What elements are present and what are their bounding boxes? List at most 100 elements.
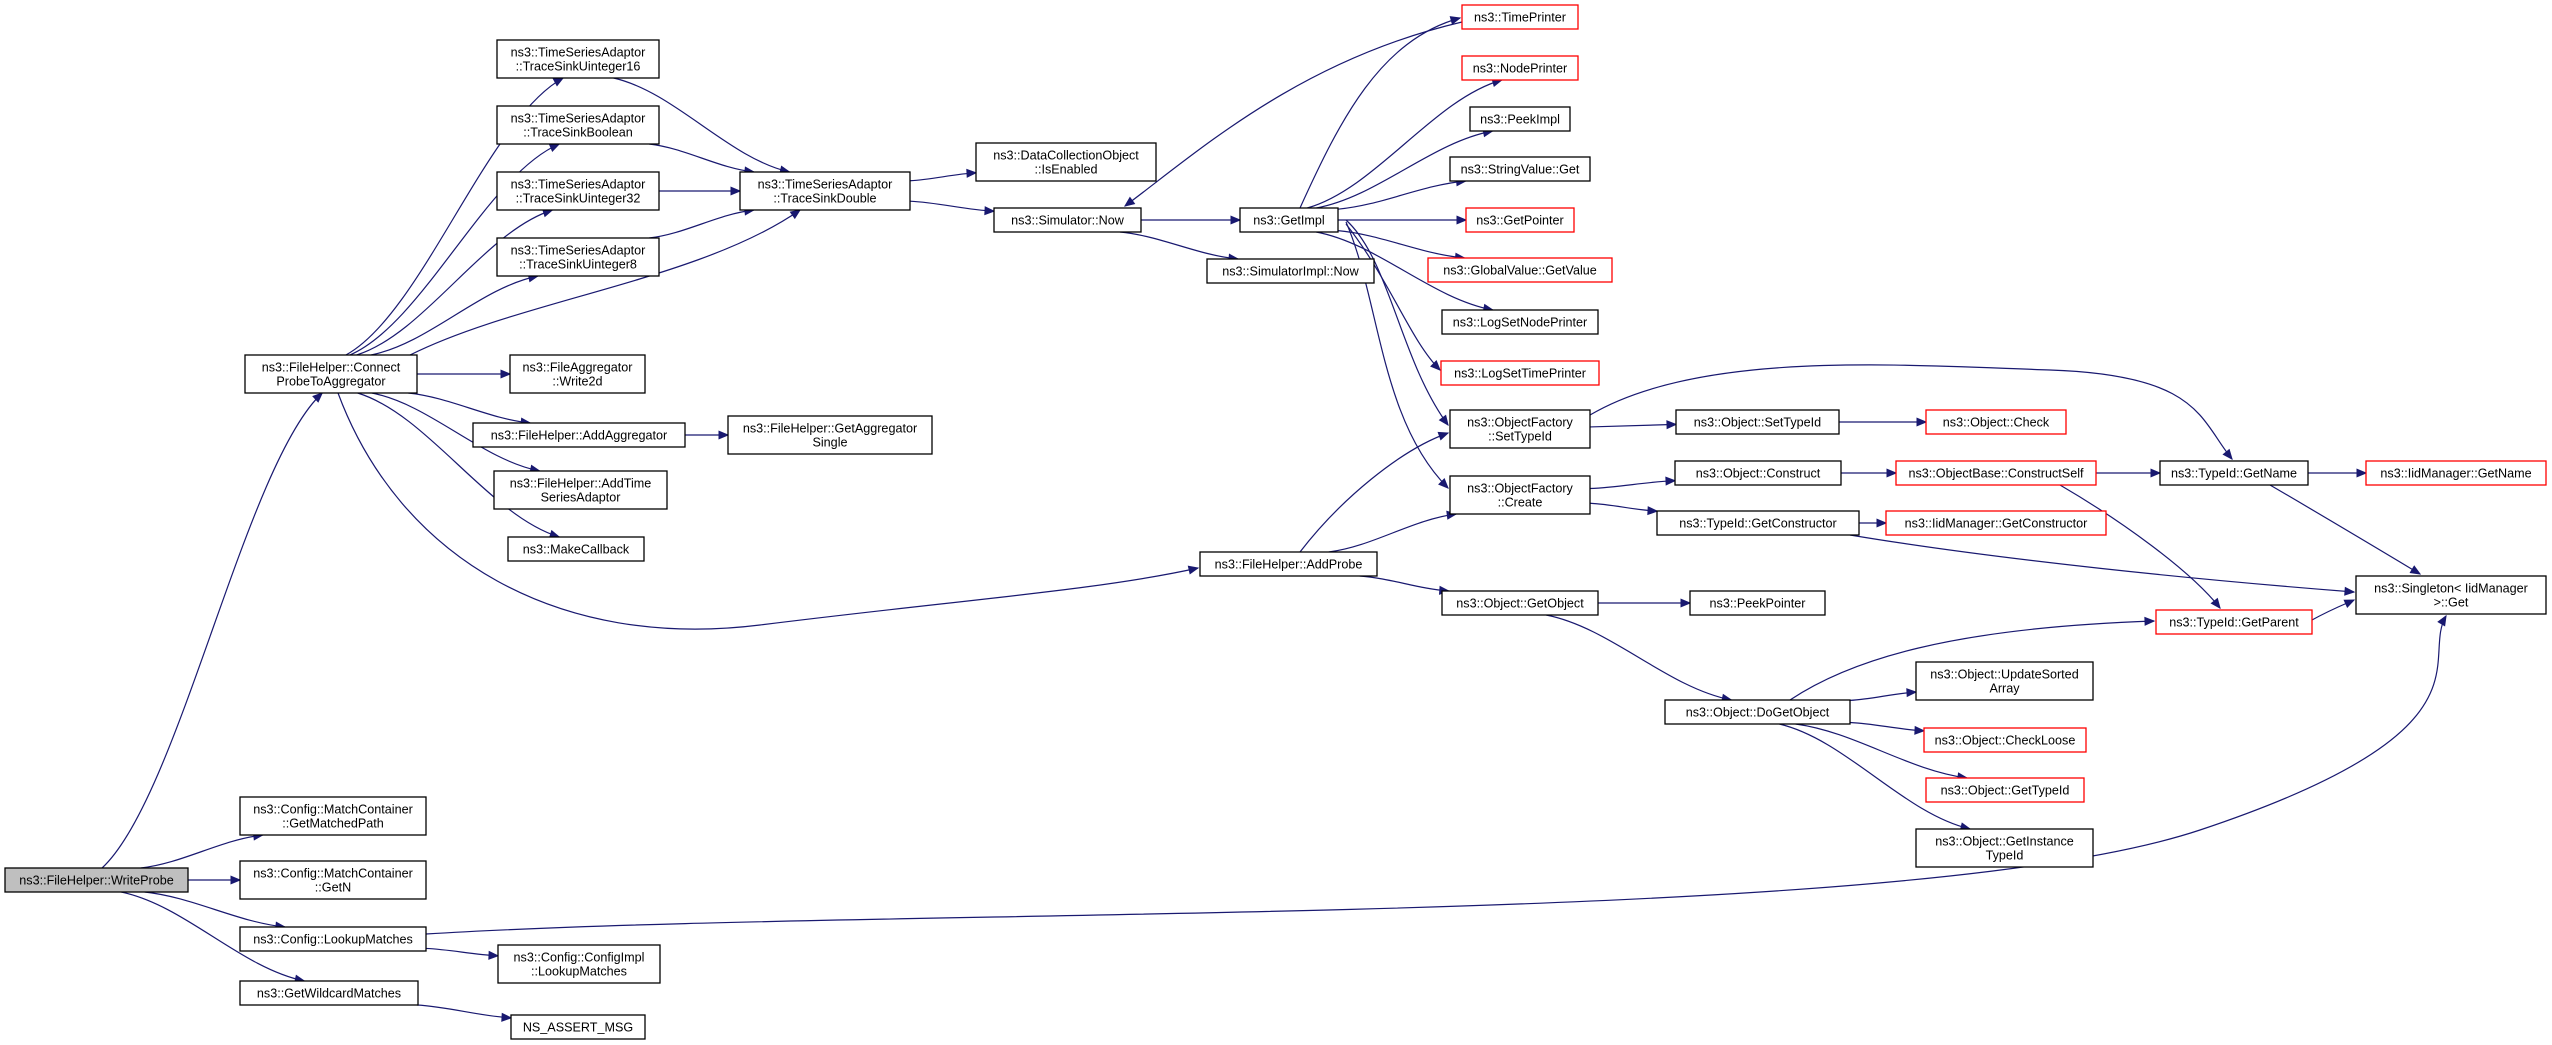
- node-filewrite2d[interactable]: ns3::FileAggregator::Write2d: [509, 354, 646, 394]
- node-tsbool[interactable]: ns3::TimeSeriesAdaptor::TraceSinkBoolean: [496, 105, 660, 145]
- node-writeprobe[interactable]: ns3::FileHelper::WriteProbe: [4, 867, 189, 893]
- node-box[interactable]: [1674, 460, 1842, 486]
- node-nsassert[interactable]: NS_ASSERT_MSG: [510, 1014, 646, 1040]
- node-box[interactable]: [1675, 409, 1840, 435]
- node-box[interactable]: [239, 926, 427, 952]
- node-makecallback[interactable]: ns3::MakeCallback: [507, 536, 645, 562]
- node-stringvalueget[interactable]: ns3::StringValue::Get: [1449, 156, 1591, 182]
- node-box[interactable]: [472, 422, 686, 448]
- node-addprobe[interactable]: ns3::FileHelper::AddProbe: [1199, 551, 1378, 577]
- node-box[interactable]: [1656, 510, 1860, 536]
- node-lookupmatches[interactable]: ns3::Config::LookupMatches: [239, 926, 427, 952]
- node-dogetobject[interactable]: ns3::Object::DoGetObject: [1664, 699, 1851, 725]
- node-box[interactable]: [2355, 575, 2547, 615]
- node-box[interactable]: [1441, 590, 1599, 616]
- node-box[interactable]: [496, 39, 660, 79]
- node-box[interactable]: [2159, 460, 2309, 486]
- node-box[interactable]: [1925, 777, 2085, 803]
- node-box[interactable]: [4, 867, 189, 893]
- node-iidgetconstructor[interactable]: ns3::IidManager::GetConstructor: [1885, 510, 2107, 536]
- node-getconstructor[interactable]: ns3::TypeId::GetConstructor: [1656, 510, 1860, 536]
- node-box[interactable]: [1925, 409, 2067, 435]
- node-box[interactable]: [1465, 207, 1575, 233]
- node-box[interactable]: [239, 796, 427, 836]
- node-box[interactable]: [975, 142, 1157, 182]
- node-box[interactable]: [509, 354, 646, 394]
- node-checkloose[interactable]: ns3::Object::CheckLoose: [1923, 727, 2087, 753]
- node-typeidgetname[interactable]: ns3::TypeId::GetName: [2159, 460, 2309, 486]
- node-nodeprinter[interactable]: ns3::NodePrinter: [1461, 55, 1579, 81]
- node-simimplnow[interactable]: ns3::SimulatorImpl::Now: [1206, 258, 1375, 284]
- node-box[interactable]: [1664, 699, 1851, 725]
- node-logsettime[interactable]: ns3::LogSetTimePrinter: [1440, 360, 1600, 386]
- node-iidgetname[interactable]: ns3::IidManager::GetName: [2365, 460, 2547, 486]
- node-box[interactable]: [1206, 258, 1375, 284]
- node-box[interactable]: [244, 354, 418, 394]
- node-box[interactable]: [1427, 257, 1613, 283]
- node-addaggregator[interactable]: ns3::FileHelper::AddAggregator: [472, 422, 686, 448]
- node-box[interactable]: [993, 207, 1142, 233]
- node-box[interactable]: [493, 470, 668, 510]
- node-box[interactable]: [2365, 460, 2547, 486]
- node-box[interactable]: [1689, 590, 1826, 616]
- node-box[interactable]: [1449, 409, 1591, 449]
- node-objgettypeid[interactable]: ns3::Object::GetTypeId: [1925, 777, 2085, 803]
- node-box[interactable]: [1915, 661, 2094, 701]
- node-box[interactable]: [510, 1014, 646, 1040]
- node-ts16[interactable]: ns3::TimeSeriesAdaptor::TraceSinkUintege…: [496, 39, 660, 79]
- node-objsettypeid[interactable]: ns3::Object::SetTypeId: [1675, 409, 1840, 435]
- node-ofsettypeid[interactable]: ns3::ObjectFactory::SetTypeId: [1449, 409, 1591, 449]
- node-box[interactable]: [1441, 309, 1599, 335]
- node-box[interactable]: [497, 944, 661, 984]
- node-peekpointer[interactable]: ns3::PeekPointer: [1689, 590, 1826, 616]
- node-typeidgetparent[interactable]: ns3::TypeId::GetParent: [2155, 609, 2313, 635]
- node-box[interactable]: [1923, 727, 2087, 753]
- node-box[interactable]: [1440, 360, 1600, 386]
- node-box[interactable]: [739, 171, 911, 211]
- node-getn[interactable]: ns3::Config::MatchContainer::GetN: [239, 860, 427, 900]
- node-box[interactable]: [727, 415, 933, 455]
- node-configimpl[interactable]: ns3::Config::ConfigImpl::LookupMatches: [497, 944, 661, 984]
- node-box[interactable]: [496, 105, 660, 145]
- node-ts8[interactable]: ns3::TimeSeriesAdaptor::TraceSinkUintege…: [496, 237, 660, 277]
- node-dcoenabled[interactable]: ns3::DataCollectionObject::IsEnabled: [975, 142, 1157, 182]
- node-constructself[interactable]: ns3::ObjectBase::ConstructSelf: [1895, 460, 2097, 486]
- node-ofcreate[interactable]: ns3::ObjectFactory::Create: [1449, 475, 1591, 515]
- node-globalvalue[interactable]: ns3::GlobalValue::GetValue: [1427, 257, 1613, 283]
- node-box[interactable]: [1915, 828, 2094, 868]
- node-objcheck[interactable]: ns3::Object::Check: [1925, 409, 2067, 435]
- node-box[interactable]: [496, 171, 660, 211]
- node-logsetnode[interactable]: ns3::LogSetNodePrinter: [1441, 309, 1599, 335]
- node-box[interactable]: [1449, 156, 1591, 182]
- node-objconstruct[interactable]: ns3::Object::Construct: [1674, 460, 1842, 486]
- node-box[interactable]: [1461, 4, 1579, 30]
- node-getmatchedpath[interactable]: ns3::Config::MatchContainer::GetMatchedP…: [239, 796, 427, 836]
- node-box[interactable]: [1885, 510, 2107, 536]
- node-getwildcard[interactable]: ns3::GetWildcardMatches: [239, 980, 419, 1006]
- node-box[interactable]: [239, 860, 427, 900]
- node-box[interactable]: [1895, 460, 2097, 486]
- node-tsdouble[interactable]: ns3::TimeSeriesAdaptor::TraceSinkDouble: [739, 171, 911, 211]
- node-singleton[interactable]: ns3::Singleton< IidManager>::Get: [2355, 575, 2547, 615]
- node-getobject[interactable]: ns3::Object::GetObject: [1441, 590, 1599, 616]
- node-getimpl[interactable]: ns3::GetImpl: [1239, 207, 1339, 233]
- node-box[interactable]: [2155, 609, 2313, 635]
- node-box[interactable]: [496, 237, 660, 277]
- node-ts32[interactable]: ns3::TimeSeriesAdaptor::TraceSinkUintege…: [496, 171, 660, 211]
- node-box[interactable]: [1449, 475, 1591, 515]
- node-box[interactable]: [239, 980, 419, 1006]
- node-connect[interactable]: ns3::FileHelper::ConnectProbeToAggregato…: [244, 354, 418, 394]
- node-box[interactable]: [1239, 207, 1339, 233]
- node-peekimpl[interactable]: ns3::PeekImpl: [1469, 106, 1571, 132]
- node-simnow[interactable]: ns3::Simulator::Now: [993, 207, 1142, 233]
- node-getpointer[interactable]: ns3::GetPointer: [1465, 207, 1575, 233]
- node-box[interactable]: [1199, 551, 1378, 577]
- node-timeprinter[interactable]: ns3::TimePrinter: [1461, 4, 1579, 30]
- node-box[interactable]: [1469, 106, 1571, 132]
- node-box[interactable]: [507, 536, 645, 562]
- node-box[interactable]: [1461, 55, 1579, 81]
